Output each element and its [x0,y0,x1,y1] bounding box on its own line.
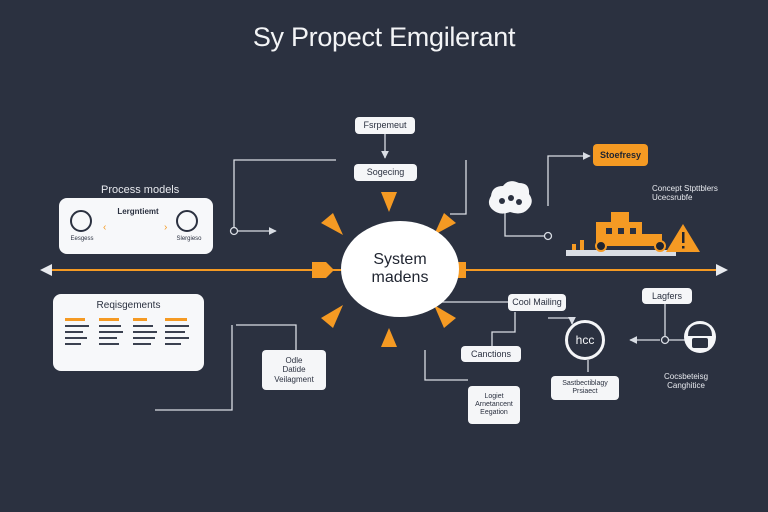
cloud-gear-icon [488,181,532,214]
worker-helmet-icon [684,321,716,353]
process-right-icon [176,210,198,232]
process-arrow-right: › [164,222,168,233]
hcc-label: hcc [575,333,595,347]
center-line-2: madens [371,269,429,286]
petal-group [312,192,466,347]
warning-icon [666,224,700,252]
petal-top-left [321,213,343,235]
connector-group [155,134,688,411]
process-left-icon [70,210,92,232]
cocs-label: Cocsbeteisg Canghitice [664,372,709,391]
box-fsrpemeut[interactable]: Fsrpemeut [355,117,415,134]
lagfers-box[interactable]: Lagfers [642,288,692,304]
connector-dot-left [229,226,239,236]
logic-box[interactable]: Logiet Arnetancent Eegation [468,386,520,424]
project-box[interactable]: Sastbectiblagy Prsiaect [551,376,619,400]
process-right-caption: Slergieso [176,236,202,242]
petal-top-right [434,213,456,235]
process-models-heading: Process models [101,184,180,196]
requirements-col-2 [99,318,127,345]
axis-left-arrow [40,264,52,276]
page-title: Sy Propect Emgilerant [252,22,516,52]
box-sogecing[interactable]: Sogecing [354,164,417,181]
requirements-panel[interactable]: Reqisgements [53,294,204,371]
requirements-col-3 [133,318,161,345]
hcc-node[interactable]: hcc [565,320,605,360]
process-left-caption: Eesgess [70,236,94,242]
connector-dot-bottom-right [660,335,670,345]
factory-icon [566,212,676,256]
requirements-col-1 [65,318,93,345]
odle-box[interactable]: Odle Datide Veilagment [262,350,326,390]
connector-dot-right [543,231,553,241]
canctions-box[interactable]: Canctions [461,346,521,362]
petal-bottom-left [321,305,343,328]
petal-left [312,262,334,278]
strategy-box[interactable]: Stoefresy [593,144,648,166]
process-arrow-left: ‹ [103,222,107,233]
cool-mailing-box[interactable]: Cool Mailing [508,294,566,311]
requirements-col-4 [165,318,195,345]
axis-right-arrow [716,264,728,276]
concept-label: Concept Stpttblers Ucecsrubfe [652,184,718,203]
system-center-node[interactable]: System madens [341,221,459,317]
petal-top [381,192,397,212]
process-subtitle: Lergntiemt [117,207,159,216]
requirements-heading: Reqisgements [96,300,161,311]
petal-bottom-right [434,305,456,328]
process-models-panel[interactable]: Lergntiemt ‹ › Eesgess Slergieso [59,198,213,254]
center-line-1: System [373,251,427,269]
petal-bottom [381,328,397,347]
